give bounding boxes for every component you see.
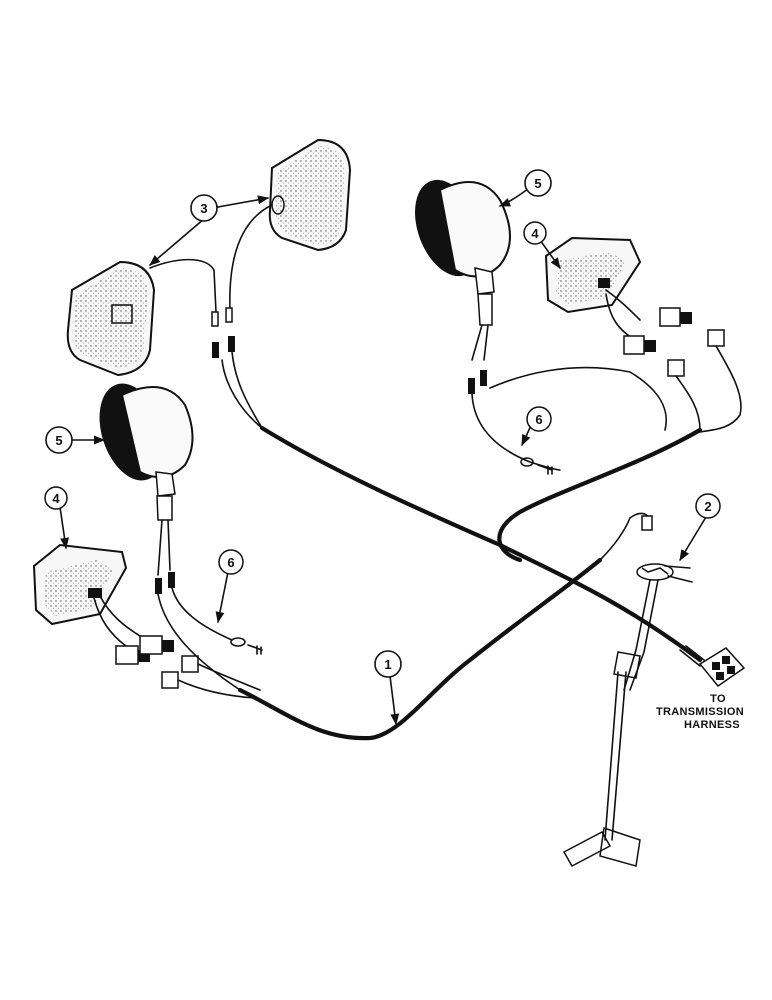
svg-text:6: 6 bbox=[227, 555, 234, 570]
callout-3: 3 bbox=[190, 194, 218, 222]
main-harness bbox=[221, 351, 703, 741]
callout-6-upper: 6 bbox=[526, 406, 552, 432]
transmission-harness-note: TO TRANSMISSION HARNESS bbox=[656, 693, 744, 731]
callout-5-upper: 5 bbox=[524, 169, 552, 197]
fuel-sender bbox=[562, 512, 693, 868]
transmission-connector bbox=[679, 645, 746, 688]
svg-text:3: 3 bbox=[200, 201, 207, 216]
note-line-1: TO bbox=[710, 693, 726, 705]
svg-text:1: 1 bbox=[384, 657, 391, 672]
marker-lamp-left bbox=[66, 260, 156, 377]
callout-1: 1 bbox=[374, 650, 402, 678]
note-line-3: HARNESS bbox=[684, 719, 740, 731]
svg-text:4: 4 bbox=[52, 491, 60, 506]
callout-4-lower: 4 bbox=[44, 486, 68, 510]
work-lamp-lower bbox=[32, 543, 261, 699]
svg-text:6: 6 bbox=[535, 412, 542, 427]
svg-text:5: 5 bbox=[55, 433, 62, 448]
note-line-2: TRANSMISSION bbox=[656, 706, 744, 718]
work-lamp-upper bbox=[471, 236, 742, 475]
callout-4-upper: 4 bbox=[523, 221, 547, 245]
callout-6-lower: 6 bbox=[218, 549, 244, 575]
flood-lamp-lower bbox=[99, 383, 263, 655]
callout-5-lower: 5 bbox=[45, 426, 73, 454]
marker-lamp-right bbox=[268, 138, 352, 252]
svg-text:4: 4 bbox=[531, 226, 539, 241]
svg-text:5: 5 bbox=[534, 176, 541, 191]
flood-lamp-upper bbox=[415, 179, 511, 394]
marker-lamp-leads bbox=[149, 204, 273, 358]
callout-2: 2 bbox=[695, 493, 721, 519]
svg-text:2: 2 bbox=[704, 499, 711, 514]
